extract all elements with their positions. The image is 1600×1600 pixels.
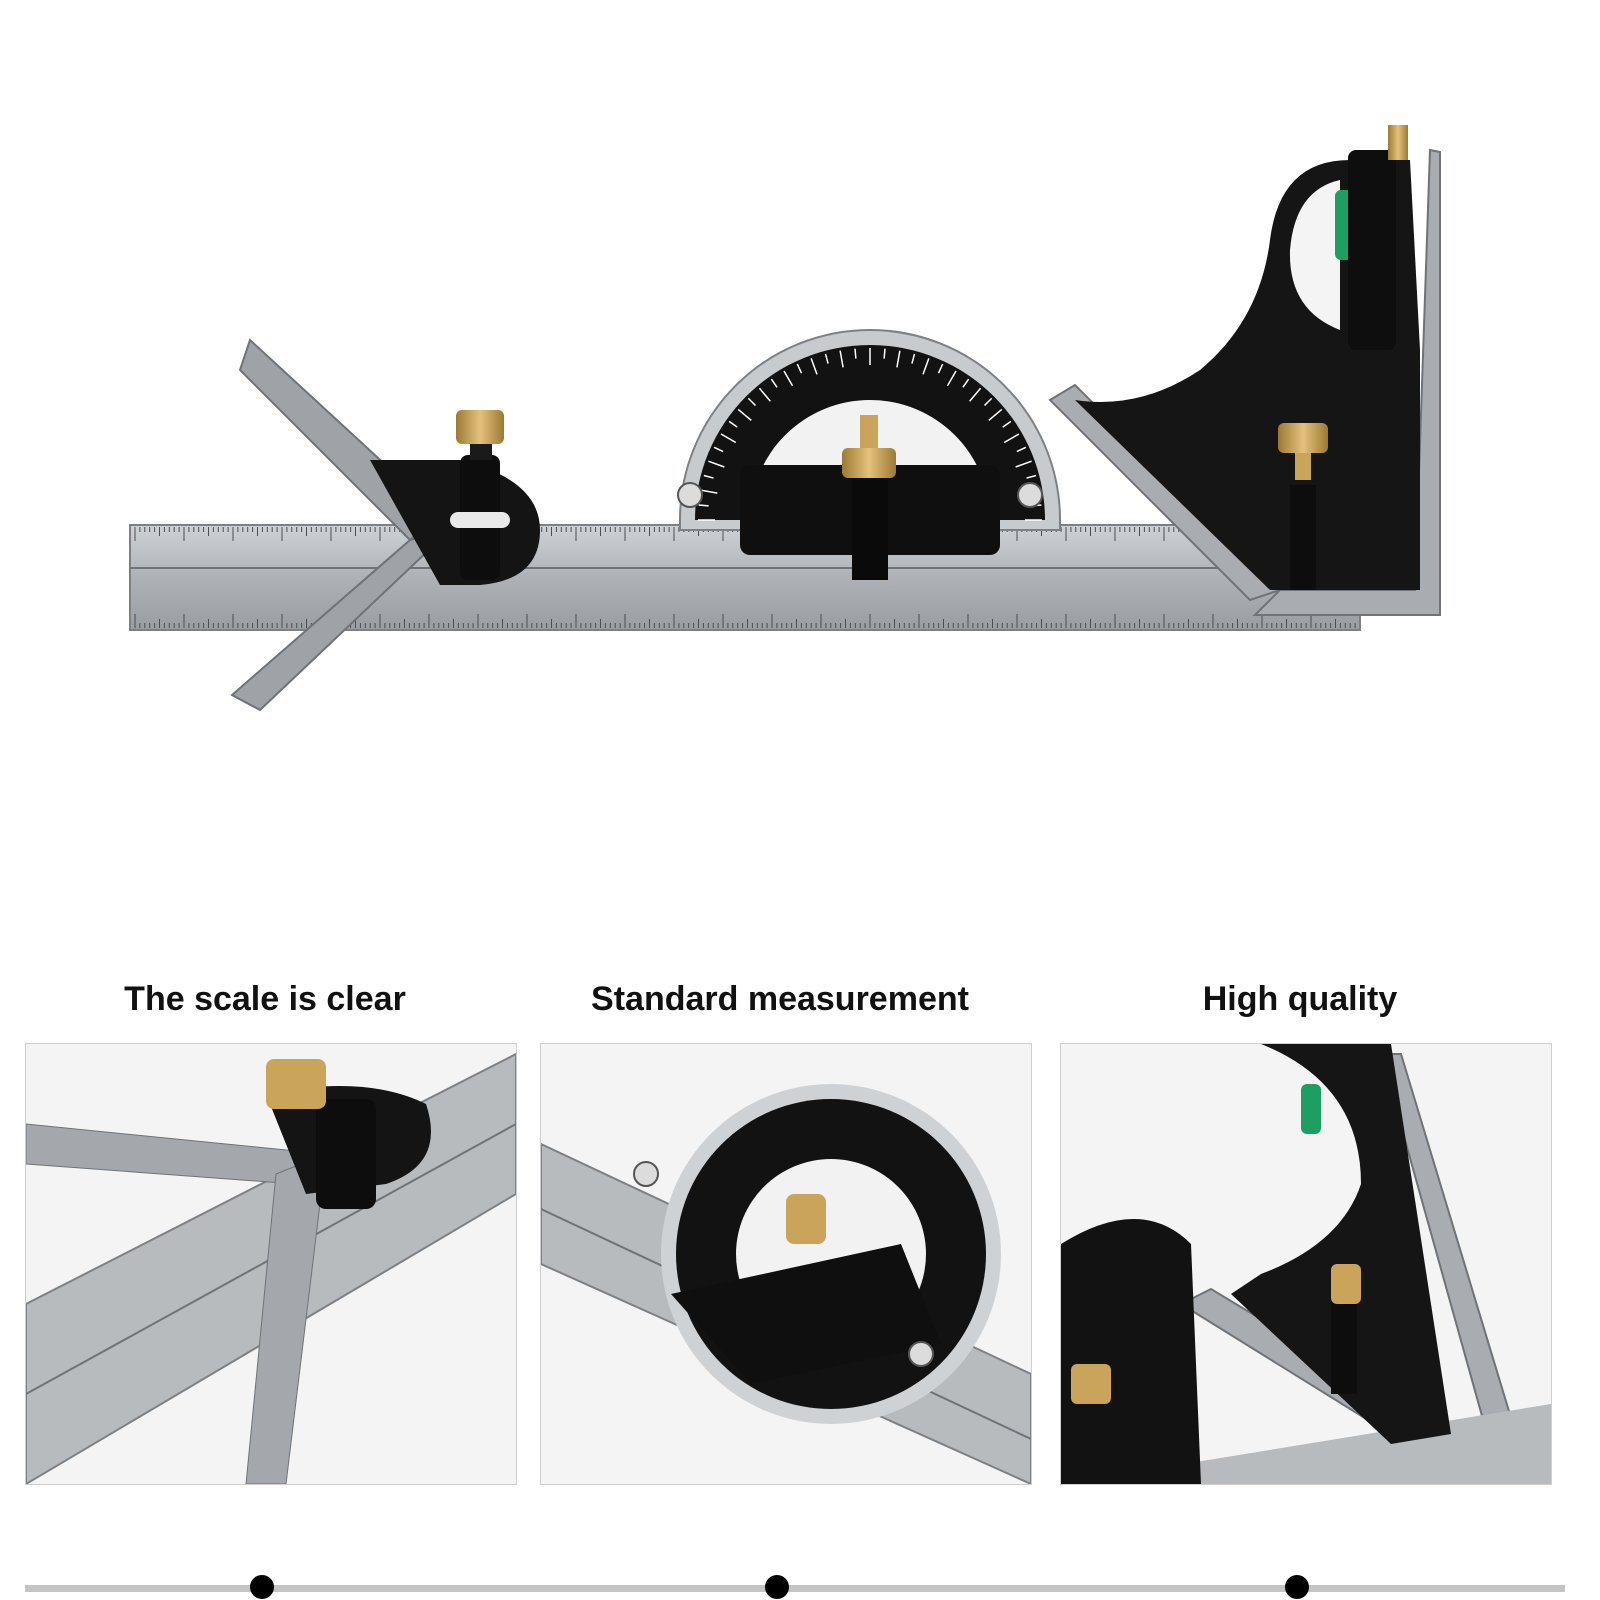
- detail-square-head: [1061, 1044, 1551, 1484]
- protractor-tick: [883, 348, 886, 359]
- protractor-tick: [946, 370, 957, 387]
- carousel-dot-1[interactable]: [250, 1575, 274, 1599]
- protractor-tick: [796, 363, 803, 374]
- detail-photo-protractor: [540, 1043, 1032, 1485]
- protractor-tick: [984, 397, 993, 406]
- detail-center-head: [26, 1052, 516, 1484]
- protractor-tick: [810, 358, 818, 375]
- center-head: [230, 338, 540, 712]
- protractor-tick: [896, 350, 901, 368]
- protractor-tick: [747, 397, 756, 406]
- protractor-tick: [922, 358, 930, 375]
- protractor-tick: [698, 504, 709, 507]
- ruler-ticks-bottom: [134, 614, 1356, 628]
- combination-square-hero: [129, 125, 1441, 712]
- protractor-tick: [1003, 433, 1020, 444]
- detail-photo-square: [1060, 1043, 1552, 1485]
- protractor-tick: [708, 460, 725, 468]
- caption-scale-clear: The scale is clear: [124, 980, 406, 1018]
- protractor-tick: [824, 353, 829, 364]
- protractor-tick: [700, 489, 718, 494]
- protractor-scale: [698, 348, 1042, 521]
- carousel-dot-2[interactable]: [765, 1575, 789, 1599]
- protractor-tick: [720, 433, 737, 444]
- protractor-tick: [758, 387, 771, 402]
- protractor-tick: [962, 378, 970, 388]
- protractor-tick: [1016, 446, 1027, 453]
- protractor-tick: [1002, 420, 1012, 428]
- protractor-tick: [911, 353, 916, 364]
- protractor-tick: [713, 446, 724, 453]
- protractor-tick: [770, 378, 778, 388]
- protractor-tick: [937, 363, 944, 374]
- detail-protractor: [541, 1084, 1031, 1484]
- protractor-tick: [988, 408, 1003, 421]
- caption-standard-measurement: Standard measurement: [591, 980, 969, 1018]
- detail-photo-scale: [25, 1043, 517, 1485]
- protractor-tick: [1026, 474, 1037, 479]
- protractor-tick: [783, 370, 794, 387]
- protractor-tick: [737, 408, 752, 421]
- protractor-tick: [703, 474, 714, 479]
- protractor-tick: [728, 420, 738, 428]
- protractor-tick: [1015, 460, 1032, 468]
- protractor-tick: [969, 387, 982, 402]
- protractor-tick: [854, 348, 857, 359]
- square-head: [1048, 125, 1441, 616]
- protractor-head: [677, 329, 1061, 580]
- carousel-track: [25, 1585, 1565, 1592]
- carousel-dot-3[interactable]: [1285, 1575, 1309, 1599]
- caption-high-quality: High quality: [1202, 980, 1398, 1018]
- protractor-tick: [839, 350, 844, 368]
